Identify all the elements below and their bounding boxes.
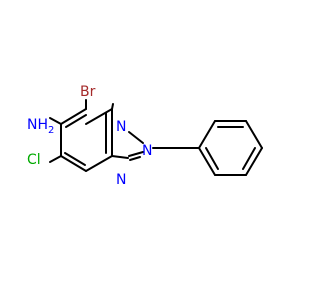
bond-n2-n3-double — [129, 156, 141, 161]
bond-c5-c4-double — [65, 114, 87, 128]
bond-ph-c4-c5 — [245, 147, 263, 176]
atom-n1: N — [116, 119, 126, 135]
molecule-structure: Br NH2 Cl N N N — [27, 84, 263, 188]
bond-c7-c6 — [60, 155, 87, 172]
atom-br: Br — [80, 84, 96, 100]
bond-ph-c4-c5-double — [242, 147, 256, 170]
bond-c7-c6-double — [64, 152, 86, 166]
atom-labels: Br NH2 Cl N N N — [27, 84, 152, 188]
bond-ph-c6-c1 — [198, 147, 216, 176]
bond-c7a-c7 — [85, 155, 113, 172]
atom-nh2: NH2 — [27, 117, 54, 136]
atom-cl: Cl — [27, 152, 41, 168]
bond-ph-c3-c4 — [245, 120, 263, 149]
bond-c5-c4 — [60, 108, 87, 125]
atom-n2: N — [142, 143, 152, 159]
bond-ph-c1-c2 — [198, 120, 216, 149]
bond-n1-n2 — [128, 131, 144, 144]
bond-c6-cl — [49, 155, 62, 163]
bonds — [49, 99, 263, 176]
bond-c5-nh2 — [49, 117, 62, 125]
bond-c3a-n1 — [111, 103, 114, 110]
bond-c4-c3a — [85, 108, 113, 125]
bond-ph-c6-c1-double — [205, 147, 219, 170]
atom-n3: N — [116, 172, 126, 188]
bond-n2-n3 — [128, 151, 144, 157]
bond-c7a-n3 — [111, 155, 129, 159]
